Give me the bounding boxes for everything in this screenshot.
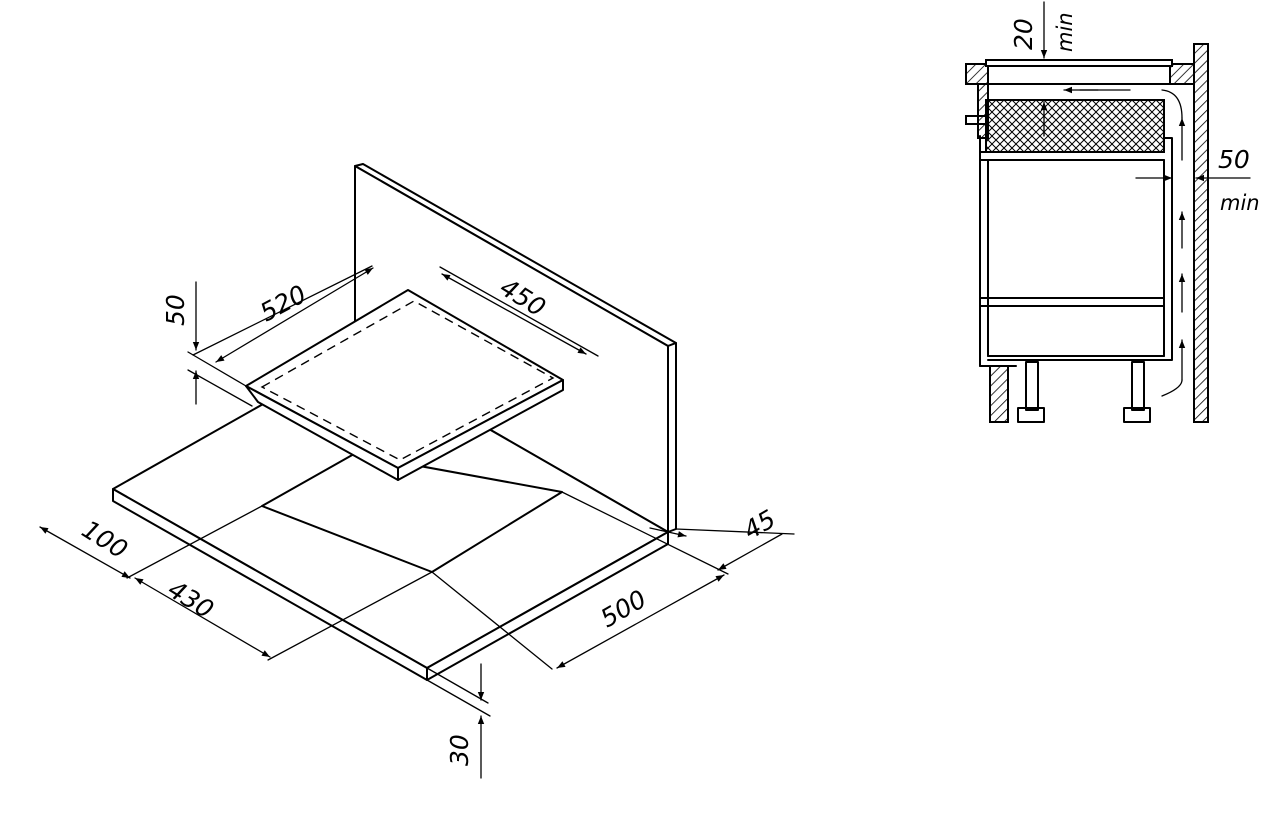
hob-glass-section xyxy=(985,59,1173,67)
rear-wall xyxy=(1193,43,1209,423)
dimension-label-430: 430 xyxy=(163,574,219,624)
airflow-arrows xyxy=(1063,86,1186,397)
cabinet-side-left xyxy=(977,83,989,139)
plinth-section xyxy=(989,365,1009,423)
worktop xyxy=(112,351,669,681)
dimension-label-50-min: 50 xyxy=(1218,145,1250,174)
hob-body-section xyxy=(985,99,1165,153)
dimension-label-20-min: min xyxy=(1053,12,1077,52)
dimension-top-gap: 20 min xyxy=(1009,1,1077,137)
section-view: 20 min 50 min xyxy=(965,1,1260,423)
isometric-view: 520 450 50 100 430 xyxy=(39,163,795,779)
dimension-label-500: 500 xyxy=(596,584,652,633)
dimension-label-100: 100 xyxy=(77,514,133,564)
hob-glass-outline xyxy=(260,300,555,461)
dimension-rear-gap: 50 min xyxy=(1135,145,1260,215)
worktop-right-section xyxy=(1169,63,1195,85)
worktop-left-section xyxy=(965,63,989,85)
dimension-label-20: 20 xyxy=(1009,18,1038,50)
dimension-worktop-thickness: 30 xyxy=(426,663,491,779)
dimension-label-30: 30 xyxy=(445,734,474,766)
dimension-label-50: 50 xyxy=(161,294,190,326)
cabinet-legs xyxy=(1017,361,1151,423)
cabinet xyxy=(979,135,1173,367)
dimension-label-50-min-qualifier: min xyxy=(1220,191,1260,215)
dimension-hob-gap: 50 xyxy=(161,281,253,407)
